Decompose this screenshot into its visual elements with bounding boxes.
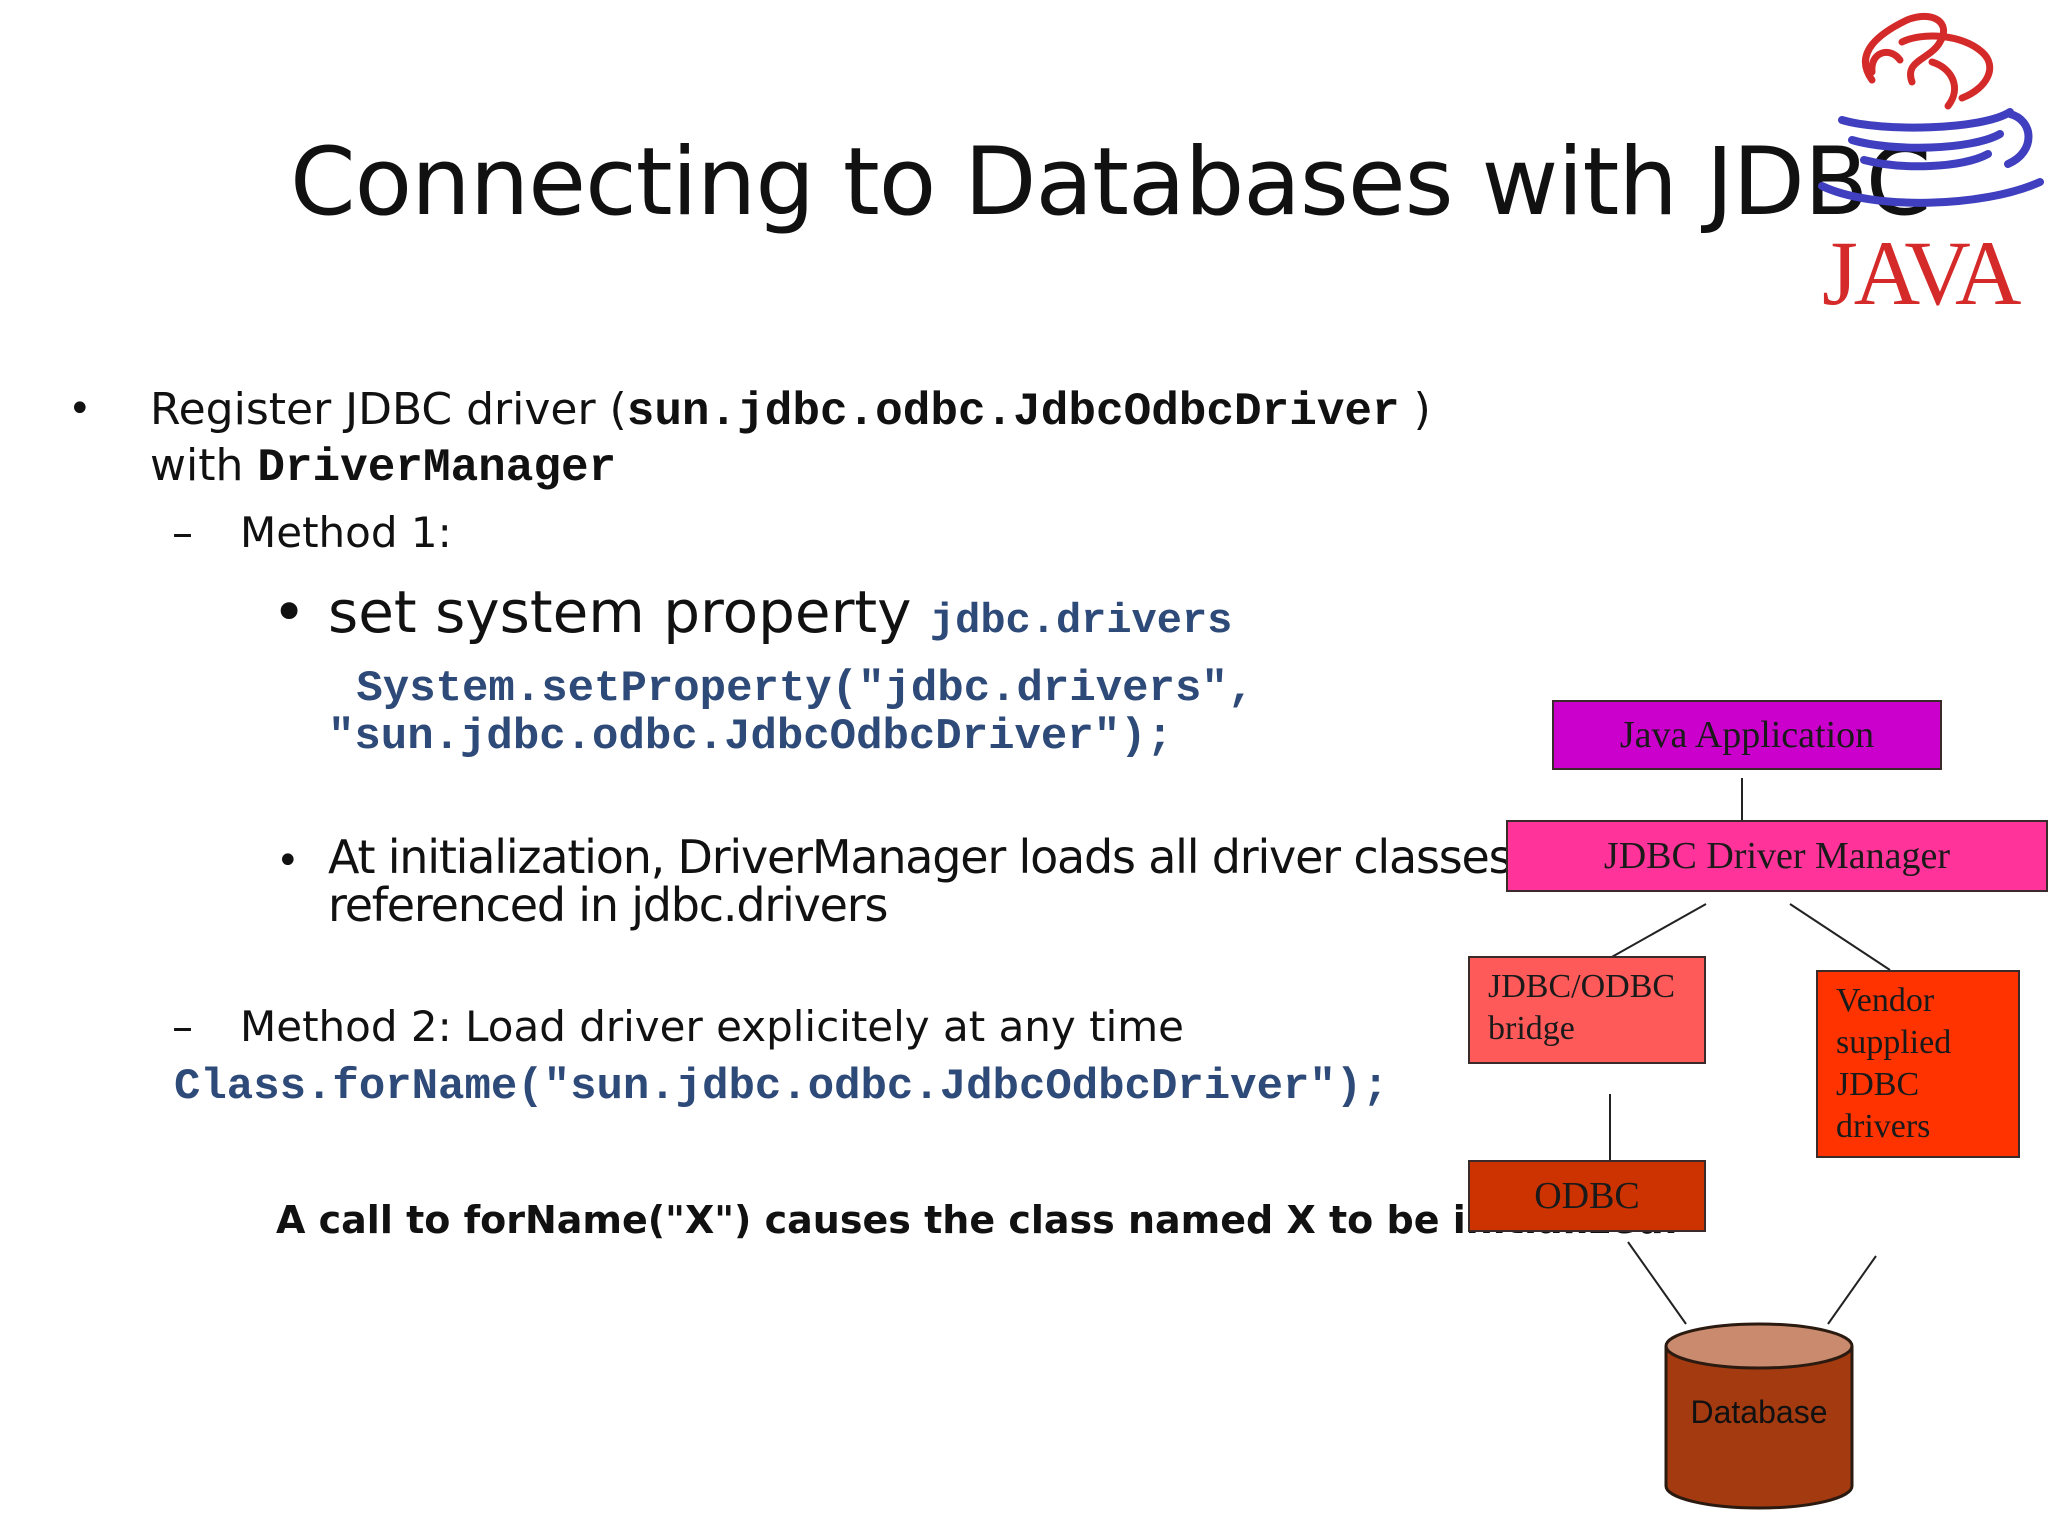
method2-code: Class.forName("sun.jdbc.odbc.JdbcOdbcDri… <box>174 1062 1389 1112</box>
jdbc-driver-manager-box: JDBC Driver Manager <box>1506 820 2048 892</box>
bullet-dot: • <box>276 838 300 884</box>
bullet-with: with DriverManager <box>150 440 616 494</box>
register-code: sun.jdbc.odbc.JdbcOdbcDriver <box>626 386 1400 438</box>
set-property-code: jdbc.drivers <box>929 597 1233 645</box>
database-label: Database <box>1690 1394 1828 1430</box>
java-logo-text: JAVA <box>1822 222 2021 322</box>
forname-note: A call to forName("X") causes the class … <box>276 1198 1679 1242</box>
vendor-label-4: drivers <box>1836 1108 1931 1145</box>
register-suffix: ) <box>1399 384 1431 435</box>
method2-label: Method 2: Load driver explicitely at any… <box>240 1002 1185 1051</box>
jdbc-odbc-bridge-box: JDBC/ODBC bridge <box>1468 956 1706 1064</box>
set-property-line: set system property jdbc.drivers <box>328 578 1232 646</box>
bullet-dot: • <box>272 578 307 646</box>
vendor-drivers-box: Vendor supplied JDBC drivers <box>1816 970 2020 1158</box>
vendor-label-3: JDBC <box>1836 1066 1920 1103</box>
bridge-label-1: JDBC/ODBC <box>1488 968 1676 1005</box>
dash-marker: – <box>172 1002 193 1051</box>
with-text: with <box>150 440 258 491</box>
register-text: Register JDBC driver ( <box>150 384 627 435</box>
vendor-label-1: Vendor <box>1836 982 1935 1019</box>
set-property-text: set system property <box>328 578 930 646</box>
java-application-box: Java Application <box>1552 700 1942 770</box>
vendor-label-2: supplied <box>1836 1024 1952 1061</box>
odbc-box: ODBC <box>1468 1160 1706 1232</box>
with-code: DriverManager <box>257 442 617 494</box>
init-line-1: At initialization, DriverManager loads a… <box>328 830 1513 884</box>
init-line-2: referenced in jdbc.drivers <box>328 878 888 932</box>
code-line-1: System.setProperty("jdbc.drivers", <box>330 664 1255 714</box>
bridge-label-2: bridge <box>1488 1010 1575 1047</box>
method1-label: Method 1: <box>240 508 452 557</box>
dash-marker: – <box>172 508 193 557</box>
database-cylinder <box>1664 1322 1854 1510</box>
page-title: Connecting to Databases with JDBC <box>290 128 1931 237</box>
code-line-2: "sun.jdbc.odbc.JdbcOdbcDriver"); <box>328 712 1173 762</box>
bullet-register: Register JDBC driver (sun.jdbc.odbc.Jdbc… <box>150 384 1431 438</box>
bullet-dot: • <box>68 386 92 432</box>
java-logo-icon: JAVA <box>1818 12 2044 322</box>
